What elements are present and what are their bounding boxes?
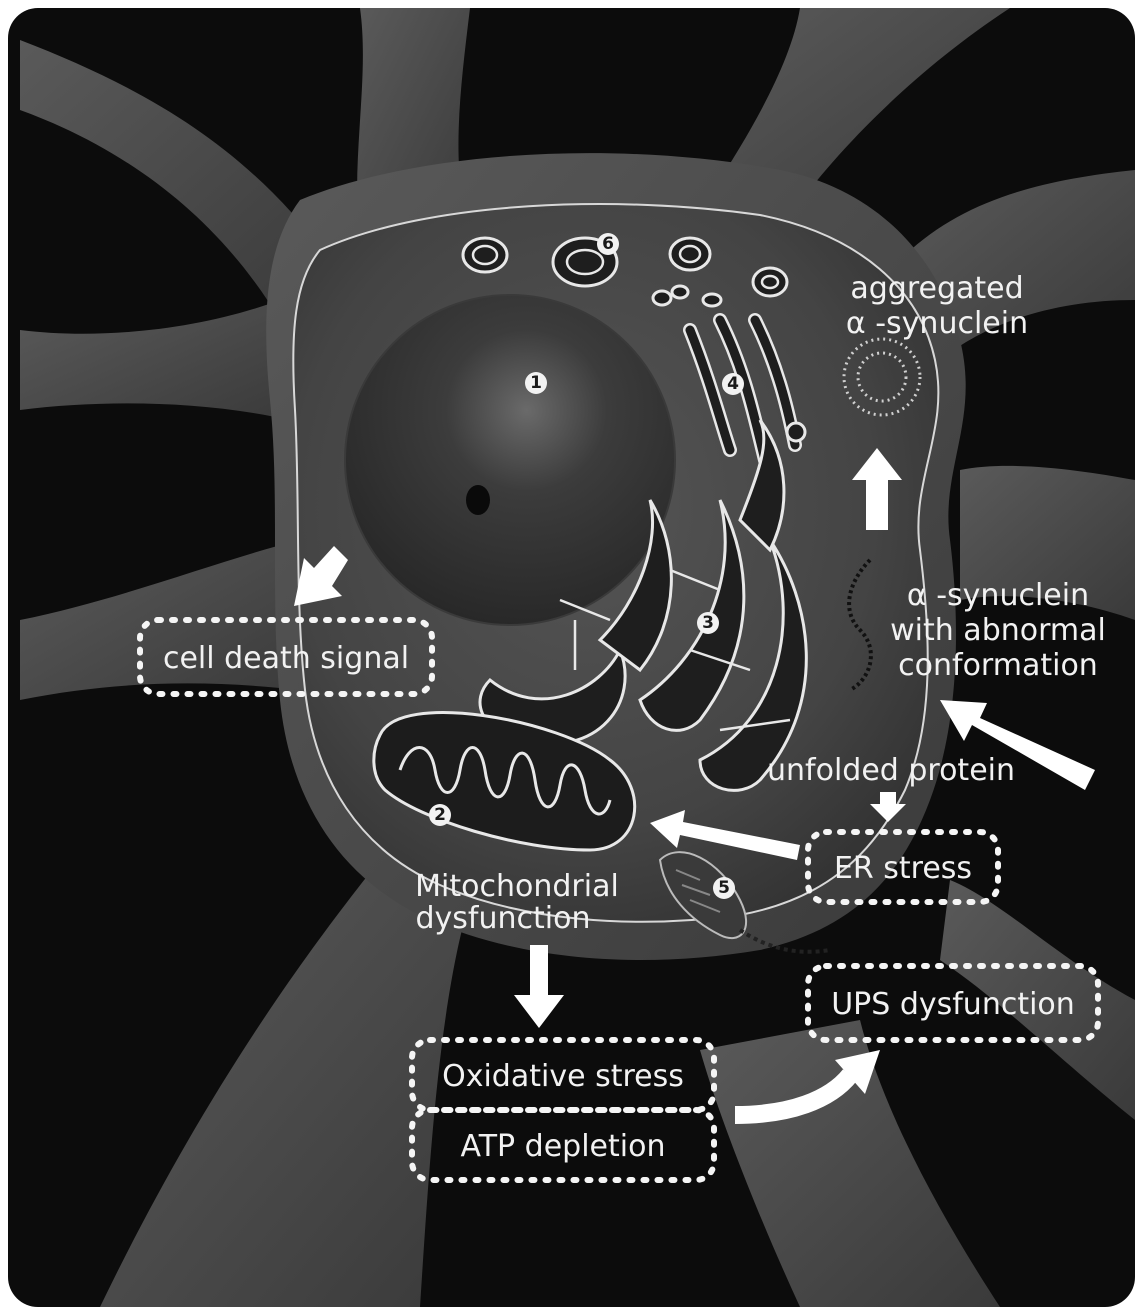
label-oxidative-stress: Oxidative stress bbox=[442, 1059, 684, 1094]
label-unfolded-protein: unfolded protein bbox=[767, 753, 1015, 788]
nucleolus bbox=[466, 485, 490, 515]
label-abnormal-3: conformation bbox=[898, 648, 1098, 683]
label-er-stress: ER stress bbox=[834, 851, 972, 886]
marker-golgi: 4 bbox=[727, 374, 739, 394]
marker-mitochondrion: 2 bbox=[434, 805, 446, 825]
label-cell-death-signal: cell death signal bbox=[163, 641, 409, 676]
label-atp-depletion: ATP depletion bbox=[461, 1129, 666, 1164]
marker-er: 3 bbox=[702, 613, 714, 633]
label-abnormal-2: with abnormal bbox=[890, 613, 1106, 648]
label-aggregated-1: aggregated bbox=[850, 271, 1023, 306]
label-aggregated-2: α -synuclein bbox=[846, 306, 1028, 341]
label-ups-dysfunction: UPS dysfunction bbox=[831, 987, 1075, 1022]
label-mito-2: dysfunction bbox=[416, 901, 591, 936]
marker-nucleus: 1 bbox=[530, 373, 542, 393]
marker-lysosome: 6 bbox=[602, 234, 614, 254]
nucleus bbox=[345, 295, 675, 625]
marker-proteasome: 5 bbox=[718, 878, 730, 898]
label-abnormal-1: α -synuclein bbox=[907, 578, 1089, 613]
label-mito-1: Mitochondrial bbox=[415, 869, 619, 904]
